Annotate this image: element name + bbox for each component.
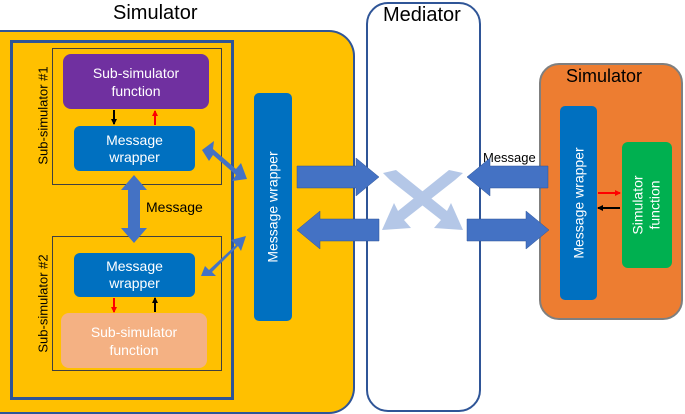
right-message-wrapper: Message wrapper [560,106,597,300]
sub-simulator-1-function: Sub-simulator function [63,54,209,109]
arrow-sub2-main-wrapper [201,236,246,276]
arrow-sub1-sub2 [121,175,147,243]
arrow-right-wrapper-to-mediator [466,157,549,197]
right-message-label: Message [483,150,536,165]
sub-simulators-frame [10,40,234,400]
mediator-box [366,2,481,412]
mediator-title: Mediator [383,4,461,26]
mediator-cross-arrow-up [382,170,463,230]
arrow-mediator-to-right-wrapper [466,210,550,250]
arrow-sub1-main-wrapper [202,141,247,181]
left-simulator-title: Simulator [113,2,198,24]
right-simulator-function: Simulator function [622,142,672,268]
main-message-wrapper: Message wrapper [254,93,292,321]
arrow-mediator-to-left-wrapper [296,210,380,250]
sub-simulator-2-wrapper: Message wrapper [74,253,195,297]
sub-simulator-message-label: Message [146,199,203,215]
arrow-left-wrapper-to-mediator [296,157,380,197]
sub-simulator-1-wrapper: Message wrapper [74,126,195,171]
sub-simulator-2-function: Sub-simulator function [61,313,207,368]
right-simulator-title: Simulator [566,66,643,86]
